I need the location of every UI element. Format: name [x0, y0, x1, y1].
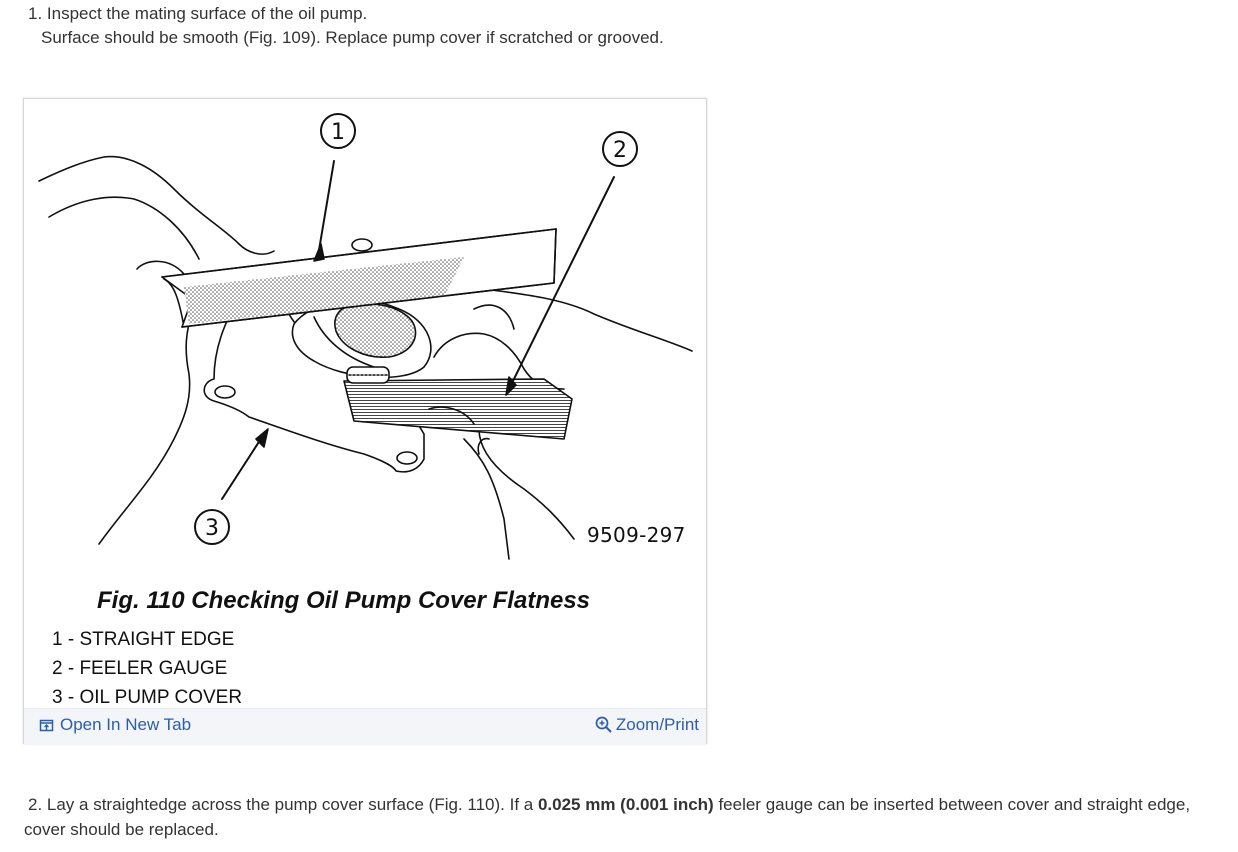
- open-in-new-tab-link[interactable]: Open In New Tab: [39, 715, 191, 735]
- callout-3: 3: [205, 516, 219, 541]
- step-2-text-before: 2. Lay a straightedge across the pump co…: [28, 795, 538, 814]
- figure-caption: Fig. 110 Checking Oil Pump Cover Flatnes…: [97, 587, 591, 614]
- legend-item: 2 - FEELER GAUGE: [52, 658, 228, 679]
- zoom-print-label: Zoom/Print: [615, 715, 699, 734]
- step-2-line-2: cover should be replaced.: [24, 820, 219, 839]
- oil-pump-illustration: 1 2 3: [38, 113, 693, 560]
- figure-card: 1 2 3 9509-297 Fig. 110 Checking Oil Pum…: [23, 98, 707, 744]
- step-1-line-1: 1. Inspect the mating surface of the oil…: [28, 4, 368, 23]
- magnifier-zoom-icon: [595, 716, 612, 733]
- callout-2: 2: [613, 138, 627, 163]
- legend-item: 1 - STRAIGHT EDGE: [52, 629, 235, 650]
- step-2-text: 2. Lay a straightedge across the pump co…: [24, 792, 1234, 842]
- open-new-tab-icon: [39, 719, 54, 731]
- open-in-new-tab-label: Open In New Tab: [60, 715, 192, 734]
- legend-item: 3 - OIL PUMP COVER: [52, 687, 243, 708]
- step-1-line-2: Surface should be smooth (Fig. 109). Rep…: [41, 28, 664, 47]
- zoom-print-link[interactable]: Zoom/Print: [595, 715, 699, 735]
- figure-code: 9509-297: [587, 523, 686, 547]
- figure-footer: Open In New Tab Zoom/Print: [24, 708, 706, 744]
- step-2-text-after: feeler gauge can be inserted between cov…: [713, 795, 1191, 814]
- figure-legend: 1 - STRAIGHT EDGE 2 - FEELER GAUGE 3 - O…: [52, 625, 242, 712]
- callout-1: 1: [331, 120, 345, 145]
- bolt-hole: [214, 385, 236, 399]
- step-1-text: 1. Inspect the mating surface of the oil…: [28, 2, 664, 50]
- step-2-measurement: 0.025 mm (0.001 inch): [537, 795, 714, 814]
